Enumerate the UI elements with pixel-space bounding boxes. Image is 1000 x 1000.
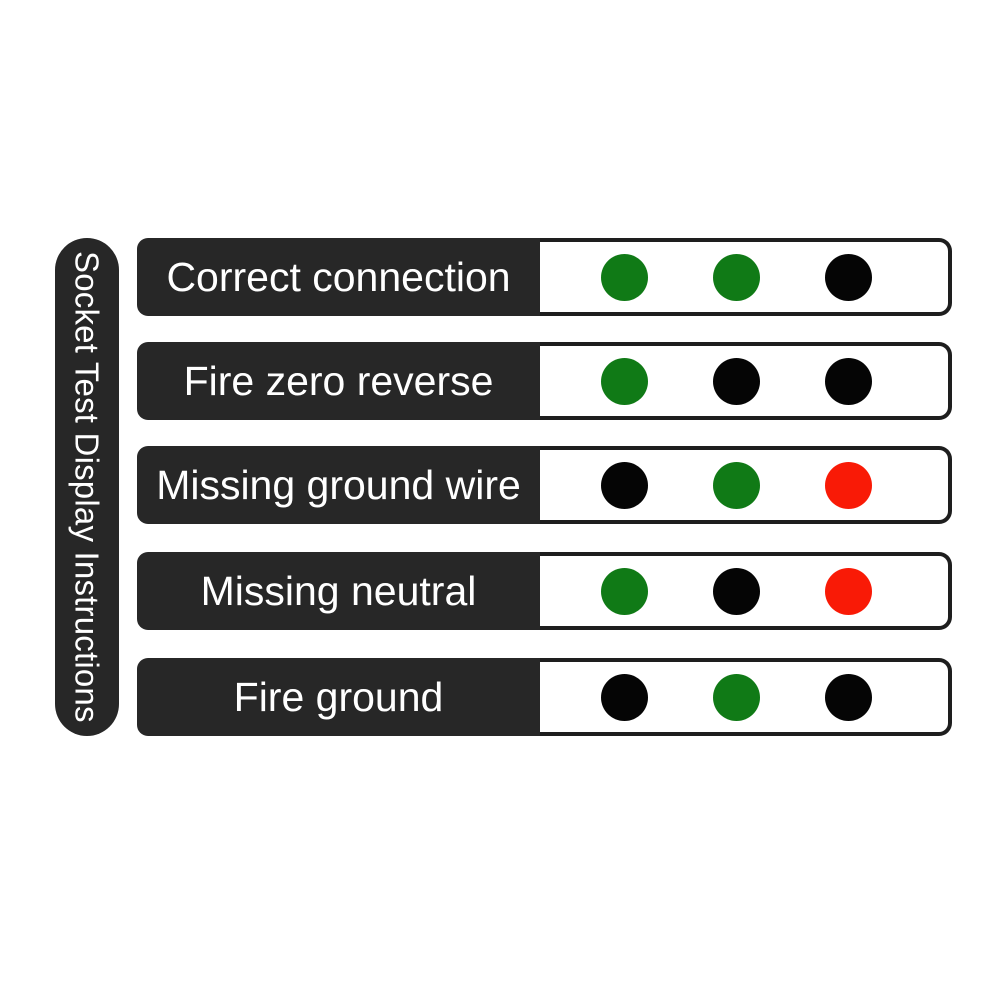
table-row: Fire ground — [137, 658, 952, 736]
vertical-title-text: Socket Test Display Instructions — [68, 251, 106, 723]
row-label-text: Fire zero reverse — [183, 357, 494, 404]
lamp-indicator-2 — [713, 673, 760, 721]
row-label-text: Fire ground — [233, 673, 444, 720]
lamp-indicator-1 — [601, 357, 648, 405]
table-row: Fire zero reverse — [137, 342, 952, 420]
table-row: Missing ground wire — [137, 446, 952, 524]
lamp-indicator-3 — [825, 567, 872, 615]
row-label-text: Missing neutral — [200, 567, 477, 614]
lamp-indicator-2 — [713, 253, 760, 301]
row-label-text: Correct connection — [166, 253, 511, 300]
row-lights-panel — [540, 552, 952, 630]
row-lights-panel — [540, 446, 952, 524]
lamp-indicator-2 — [713, 567, 760, 615]
lamp-indicator-3 — [825, 357, 872, 405]
lamp-indicator-3 — [825, 253, 872, 301]
row-label-panel: Missing neutral — [137, 552, 540, 630]
row-label-panel: Correct connection — [137, 238, 540, 316]
row-label-text: Missing ground wire — [156, 461, 521, 508]
table-row: Correct connection — [137, 238, 952, 316]
row-label-panel: Fire ground — [137, 658, 540, 736]
lamp-indicator-3 — [825, 461, 872, 509]
lamp-indicator-2 — [713, 461, 760, 509]
row-lights-panel — [540, 238, 952, 316]
row-lights-panel — [540, 342, 952, 420]
lamp-indicator-1 — [601, 673, 648, 721]
lamp-indicator-1 — [601, 567, 648, 615]
row-label-panel: Fire zero reverse — [137, 342, 540, 420]
lamp-indicator-1 — [601, 461, 648, 509]
row-label-panel: Missing ground wire — [137, 446, 540, 524]
lamp-indicator-2 — [713, 357, 760, 405]
vertical-title-rail: Socket Test Display Instructions — [55, 238, 119, 736]
instruction-rows: Correct connection Fire zero reverse Mis… — [137, 238, 952, 736]
row-lights-panel — [540, 658, 952, 736]
lamp-indicator-1 — [601, 253, 648, 301]
table-row: Missing neutral — [137, 552, 952, 630]
lamp-indicator-3 — [825, 673, 872, 721]
